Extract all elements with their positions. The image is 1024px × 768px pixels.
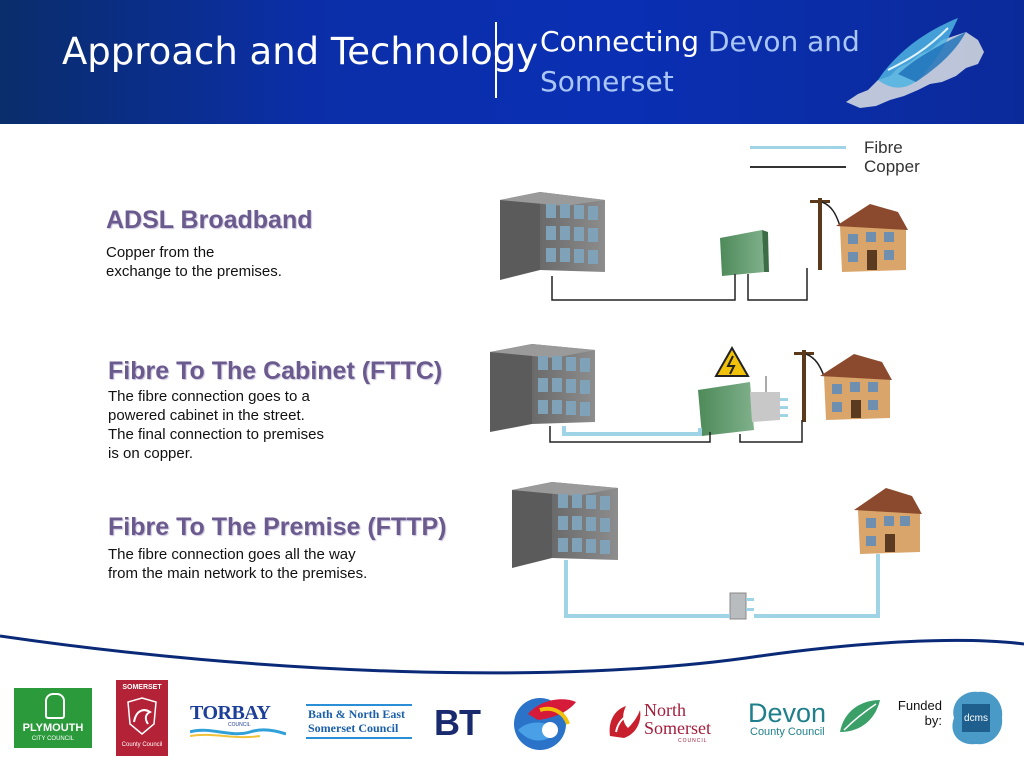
fttp-splitter-box	[729, 592, 754, 620]
fttc-exchange-building	[490, 344, 595, 432]
fttp-exchange-building	[512, 482, 618, 568]
torbay-logo-subtext: COUNCIL	[228, 722, 251, 728]
fttc-house	[820, 354, 892, 420]
leaf-icon	[840, 700, 880, 732]
plymouth-logo: PLYMOUTH CITY COUNCIL	[14, 688, 92, 748]
plymouth-crest-icon	[45, 693, 65, 719]
bath-logo-line2: Somerset Council	[308, 721, 399, 735]
bt-logo-text: BT	[434, 702, 481, 743]
devon-county-council-logo: Devon County Council	[748, 696, 888, 748]
dcms-logo: dcms	[944, 686, 1008, 750]
torbay-logo-text: TORBAY	[190, 702, 271, 724]
torbay-wave-icon	[190, 728, 286, 739]
slide-subtitle: Connecting Devon and Somerset	[540, 22, 860, 102]
somerset-county-council-logo: SOMERSET County Council	[116, 680, 168, 756]
north-somerset-subtext: COUNCIL	[678, 738, 708, 744]
funded-by-label: Funded by:	[897, 698, 942, 728]
devon-logo-subtext: County Council	[750, 726, 825, 738]
copper-legend-label: Copper	[864, 157, 920, 176]
adsl-house	[836, 204, 908, 272]
adsl-title: ADSL Broadband	[106, 206, 313, 234]
fttc-powered-cabinet	[698, 376, 788, 436]
fibre-legend-label: Fibre	[864, 138, 903, 157]
subtitle-connecting: Connecting	[540, 25, 708, 58]
broadband-diagram	[490, 192, 922, 620]
somerset-logo-subtext: County Council	[121, 742, 163, 748]
warning-sign-icon	[714, 345, 750, 377]
fttp-description: The fibre connection goes all the way fr…	[108, 546, 368, 582]
bath-logo-bottom-bar	[306, 737, 412, 739]
subtitle-region: Devon and Somerset	[540, 25, 860, 98]
plymouth-logo-subtext: CITY COUNCIL	[31, 736, 75, 742]
north-somerset-emblem-icon	[609, 706, 641, 738]
header-divider	[495, 22, 497, 98]
fttc-telegraph-pole	[794, 350, 825, 422]
slide-header: Approach and Technology Connecting Devon…	[0, 0, 1024, 124]
torbay-council-logo: TORBAY COUNCIL	[190, 702, 290, 742]
somerset-logo-text: SOMERSET	[122, 684, 162, 691]
dcms-splash-icon	[952, 691, 1003, 745]
north-somerset-line1: North	[644, 700, 686, 720]
dragon-icon	[127, 697, 157, 735]
bt-logo: BT	[434, 690, 584, 754]
devon-somerset-map-logo	[846, 18, 984, 108]
fttc-description: The fibre connection goes to a powered c…	[108, 388, 324, 462]
bt-globe-icon	[514, 698, 576, 750]
footer-wave	[0, 634, 1024, 675]
north-somerset-line2: Somerset	[644, 718, 711, 738]
north-somerset-council-logo: North Somerset COUNCIL	[604, 698, 730, 746]
fttp-title: Fibre To The Premise (FTTP)	[108, 513, 447, 541]
adsl-street-cabinet	[720, 230, 769, 276]
adsl-description: Copper from the exchange to the premises…	[106, 244, 282, 280]
copper-legend-line	[750, 166, 846, 168]
bath-north-east-somerset-logo: Bath & North East Somerset Council	[306, 704, 412, 740]
fttc-title: Fibre To The Cabinet (FTTC)	[108, 357, 443, 385]
fttp-house	[854, 488, 922, 554]
dcms-logo-text: dcms	[964, 713, 988, 724]
adsl-exchange-building	[500, 192, 605, 280]
partner-logos: PLYMOUTH CITY COUNCIL SOMERSET County Co…	[0, 680, 1024, 768]
bath-logo-top-bar	[306, 704, 412, 706]
bath-logo-line1: Bath & North East	[308, 707, 406, 721]
devon-logo-text: Devon	[748, 698, 827, 728]
fibre-legend-line	[750, 146, 846, 149]
adsl-telegraph-pole	[810, 198, 841, 270]
slide-title: Approach and Technology	[62, 30, 539, 73]
plymouth-logo-text: PLYMOUTH	[22, 722, 84, 734]
